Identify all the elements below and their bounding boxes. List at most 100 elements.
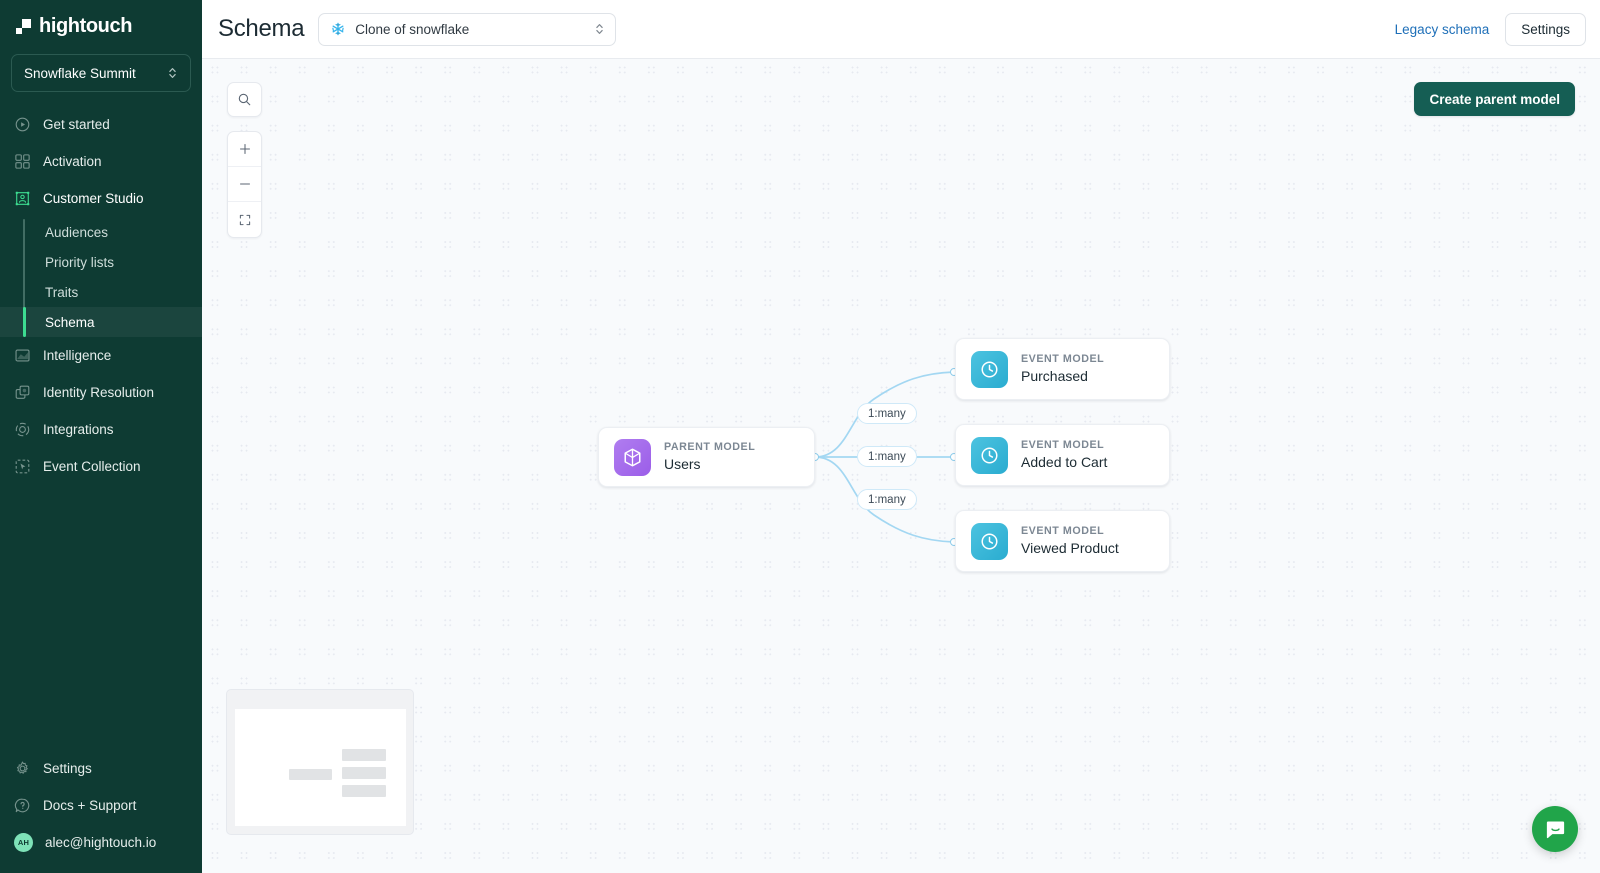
edge-label-purchased[interactable]: 1:many bbox=[857, 403, 917, 424]
node-event-model-viewed-product[interactable]: EVENT MODEL Viewed Product bbox=[955, 510, 1170, 572]
brand-name: hightouch bbox=[39, 14, 133, 37]
legacy-schema-link[interactable]: Legacy schema bbox=[1394, 21, 1490, 37]
sidebar-item-label: Docs + Support bbox=[43, 798, 137, 813]
sidebar-item-audiences[interactable]: Audiences bbox=[0, 217, 202, 247]
parent-model-cube-icon bbox=[614, 438, 651, 476]
schema-canvas[interactable]: PARENT MODEL Users EVENT MODEL Purchased bbox=[202, 59, 1600, 873]
edge-label-added-to-cart[interactable]: 1:many bbox=[857, 446, 917, 467]
sync-circle-icon bbox=[15, 422, 30, 437]
node-name: Added to Cart bbox=[1021, 453, 1108, 470]
node-kind: EVENT MODEL bbox=[1021, 353, 1105, 366]
sidebar-item-label: Get started bbox=[43, 117, 110, 132]
edge-label-viewed-product[interactable]: 1:many bbox=[857, 489, 917, 510]
canvas-search-button[interactable] bbox=[227, 82, 262, 117]
play-circle-icon bbox=[15, 117, 30, 132]
primary-nav: Get started Activation bbox=[0, 106, 202, 485]
workspace-switcher[interactable]: Snowflake Summit bbox=[11, 54, 191, 92]
fit-screen-icon bbox=[239, 214, 250, 225]
chat-bubble-icon bbox=[1546, 820, 1564, 838]
settings-button[interactable]: Settings bbox=[1505, 12, 1586, 46]
chevron-updown-icon bbox=[596, 24, 603, 34]
node-text: EVENT MODEL Purchased bbox=[1021, 352, 1104, 385]
layers-icon bbox=[15, 385, 30, 399]
minimap-node-event-1 bbox=[342, 749, 386, 761]
node-kind: PARENT MODEL bbox=[664, 441, 756, 454]
sidebar-item-label: Event Collection bbox=[43, 459, 141, 474]
sidebar-item-traits[interactable]: Traits bbox=[0, 277, 202, 307]
hightouch-logo-icon bbox=[16, 18, 31, 34]
workspace-name: Snowflake Summit bbox=[24, 65, 136, 81]
source-select-value: Clone of snowflake bbox=[355, 21, 470, 37]
sidebar-bottom-nav: Settings Docs + Support AH alec@hightouc… bbox=[0, 750, 202, 873]
node-text: PARENT MODEL Users bbox=[664, 440, 755, 473]
node-text: EVENT MODEL Added to Cart bbox=[1021, 438, 1107, 471]
account-email: alec@hightouch.io bbox=[45, 835, 157, 850]
sidebar-item-label: Customer Studio bbox=[43, 191, 144, 206]
topbar: Schema Clone of snowflake bbox=[202, 0, 1600, 59]
customer-studio-icon bbox=[15, 191, 30, 206]
sidebar-item-label: Schema bbox=[45, 314, 95, 330]
sidebar-item-docs-support[interactable]: Docs + Support bbox=[0, 787, 202, 824]
sidebar-item-label: Intelligence bbox=[43, 348, 112, 363]
sidebar-item-settings[interactable]: Settings bbox=[0, 750, 202, 787]
question-circle-icon bbox=[14, 798, 30, 813]
zoom-out-button[interactable] bbox=[228, 167, 261, 202]
sidebar-item-event-collection[interactable]: Event Collection bbox=[0, 448, 202, 485]
snowflake-icon bbox=[332, 22, 344, 36]
sidebar-item-label: Priority lists bbox=[45, 254, 115, 270]
sidebar-item-label: Activation bbox=[43, 154, 102, 169]
fit-view-button[interactable] bbox=[228, 202, 261, 237]
sidebar-item-activation[interactable]: Activation bbox=[0, 143, 202, 180]
sidebar-item-label: Settings bbox=[43, 761, 92, 776]
sidebar-spacer bbox=[0, 485, 202, 750]
minimap-node-parent bbox=[289, 769, 332, 780]
source-select[interactable]: Clone of snowflake bbox=[318, 12, 617, 46]
node-kind: EVENT MODEL bbox=[1021, 525, 1105, 538]
canvas-minimap[interactable] bbox=[226, 689, 414, 835]
minimap-node-event-3 bbox=[342, 785, 386, 797]
page-title: Schema bbox=[218, 15, 305, 42]
cursor-box-icon bbox=[15, 459, 30, 474]
minimap-node-event-2 bbox=[342, 767, 386, 779]
avatar: AH bbox=[14, 833, 33, 852]
customer-studio-subnav: Audiences Priority lists Traits Schema bbox=[0, 217, 202, 337]
sidebar-item-identity-resolution[interactable]: Identity Resolution bbox=[0, 374, 202, 411]
plus-icon bbox=[239, 143, 250, 155]
sidebar-item-label: Audiences bbox=[45, 224, 109, 240]
topbar-actions: Legacy schema Settings bbox=[1394, 12, 1586, 46]
sidebar-item-intelligence[interactable]: Intelligence bbox=[0, 337, 202, 374]
node-name: Viewed Product bbox=[1021, 539, 1119, 556]
event-model-clock-icon bbox=[971, 350, 1008, 388]
canvas-zoom-controls bbox=[227, 131, 262, 238]
sidebar-item-label: Identity Resolution bbox=[43, 385, 155, 400]
sidebar-item-account[interactable]: AH alec@hightouch.io bbox=[0, 824, 202, 861]
zoom-in-button[interactable] bbox=[228, 132, 261, 167]
brand-logo[interactable]: hightouch bbox=[0, 0, 202, 48]
sidebar-item-label: Traits bbox=[45, 284, 79, 300]
subnav-rail bbox=[23, 219, 25, 335]
node-name: Purchased bbox=[1021, 367, 1088, 384]
sidebar-item-customer-studio[interactable]: Customer Studio bbox=[0, 180, 202, 217]
chevron-updown-icon bbox=[169, 68, 176, 78]
create-parent-model-button[interactable]: Create parent model bbox=[1414, 82, 1575, 116]
chart-area-icon bbox=[15, 349, 30, 362]
grid-squares-icon bbox=[15, 154, 30, 169]
event-model-clock-icon bbox=[971, 522, 1008, 560]
sidebar: hightouch Snowflake Summit Get started bbox=[0, 0, 202, 873]
node-kind: EVENT MODEL bbox=[1021, 439, 1105, 452]
node-parent-model-users[interactable]: PARENT MODEL Users bbox=[598, 427, 815, 487]
intercom-chat-button[interactable] bbox=[1532, 806, 1578, 852]
sidebar-item-get-started[interactable]: Get started bbox=[0, 106, 202, 143]
event-model-clock-icon bbox=[971, 436, 1008, 474]
search-icon bbox=[238, 93, 251, 106]
sidebar-item-schema[interactable]: Schema bbox=[0, 307, 202, 337]
main-area: Schema Clone of snowflake bbox=[202, 0, 1600, 873]
minimap-viewport[interactable] bbox=[235, 709, 406, 826]
sidebar-item-integrations[interactable]: Integrations bbox=[0, 411, 202, 448]
sidebar-item-label: Integrations bbox=[43, 422, 114, 437]
node-event-model-added-to-cart[interactable]: EVENT MODEL Added to Cart bbox=[955, 424, 1170, 486]
sidebar-item-priority-lists[interactable]: Priority lists bbox=[0, 247, 202, 277]
gear-icon bbox=[16, 761, 28, 774]
minus-icon bbox=[239, 183, 250, 185]
node-event-model-purchased[interactable]: EVENT MODEL Purchased bbox=[955, 338, 1170, 400]
